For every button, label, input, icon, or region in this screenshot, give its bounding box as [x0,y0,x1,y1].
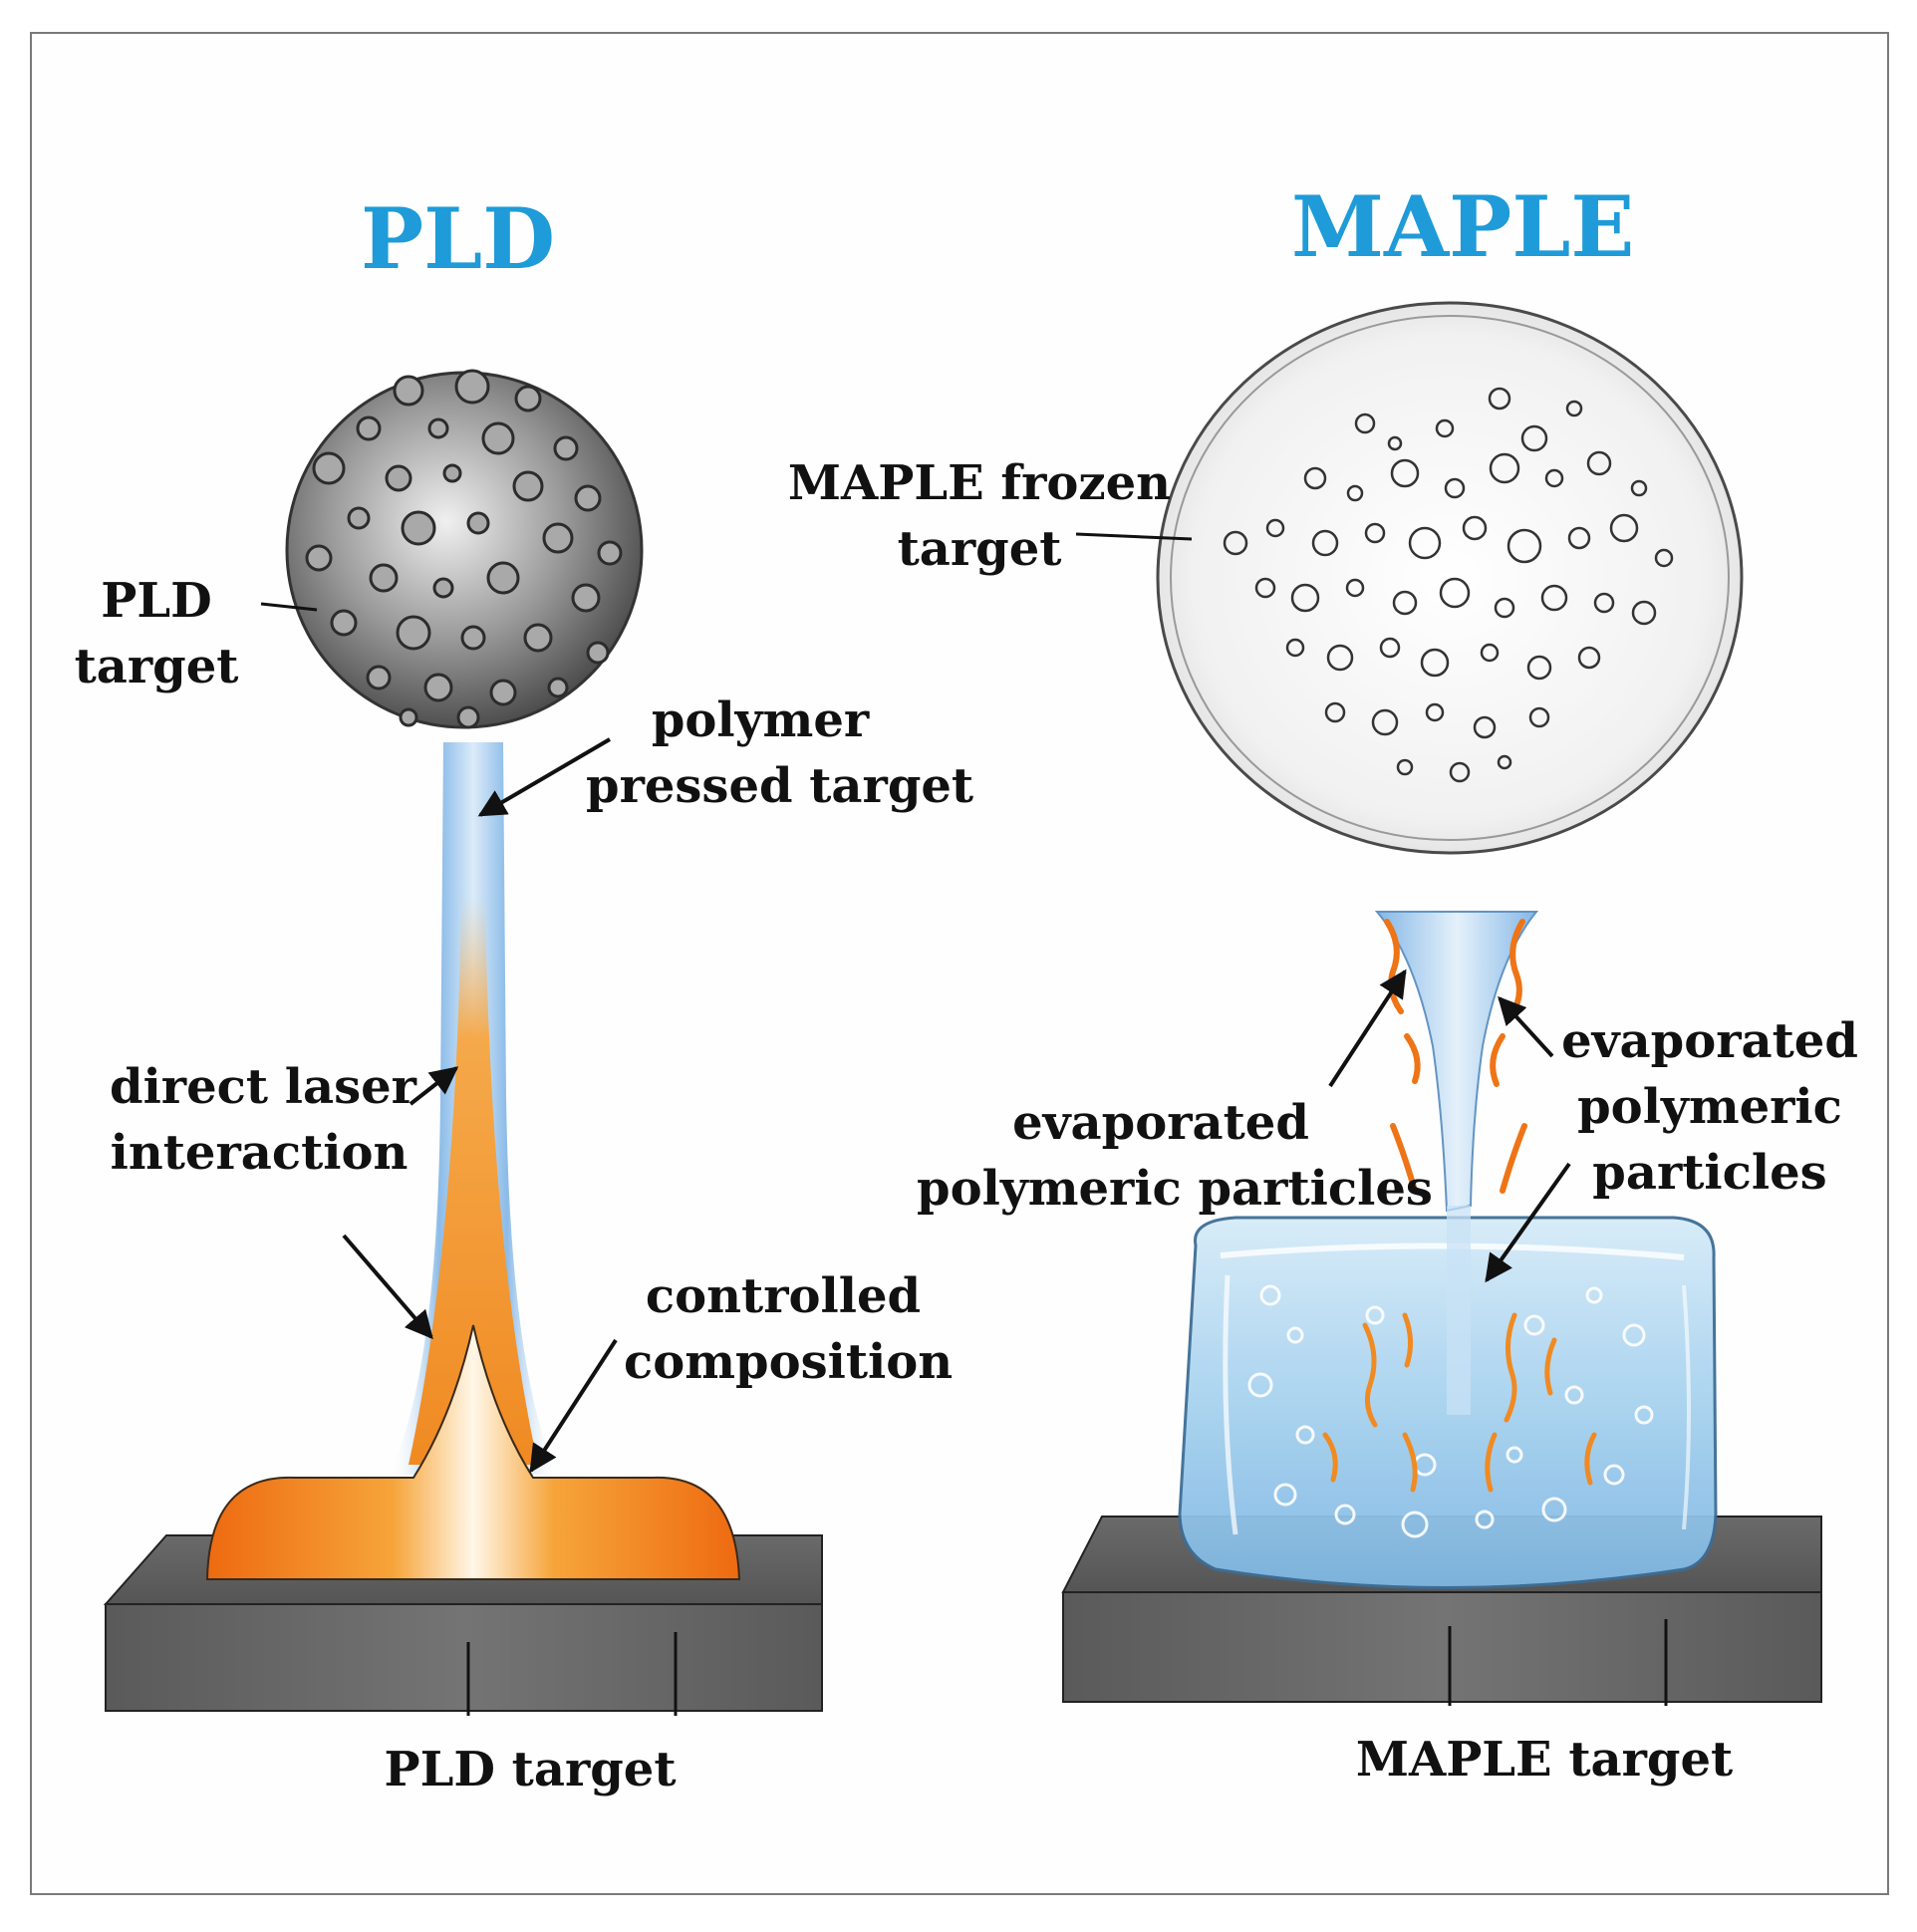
maple-particles-left-label: evaporated polymeric particles [917,1090,1433,1222]
pld-composition-label-line1: controlled [645,1268,922,1324]
pld-base-label: PLD target [384,1742,677,1797]
maple-frozen-leader [1075,532,1193,541]
pld-composition-arrow [529,1338,618,1474]
pld-target-label-line1: PLD [101,573,212,629]
pld-title: PLD [361,189,556,288]
maple-frozen-label-line2: target [897,521,1062,577]
pld-target-label-line2: target [74,639,239,694]
maple-particles-right-line1: evaporated [1561,1013,1858,1069]
pld-pressed-label-line1: polymer [651,692,870,748]
pld-laser-arrow [409,1066,459,1106]
pld-laser-label-line1: direct laser [110,1059,416,1115]
pld-target-label: PLD target [72,568,241,699]
ice-flame-streaks [1322,1312,1597,1493]
pld-pressed-label: polymer pressed target [586,688,974,819]
pld-laser-label-line2: interaction [110,1125,409,1181]
maple-title: MAPLE [1291,177,1635,276]
pld-composition-label-line2: composition [624,1334,954,1390]
pld-pressed-arrow [477,737,612,817]
maple-right-arrow-lower [1485,1162,1571,1283]
pld-target-sphere [285,369,644,729]
pld-pressed-label-line2: pressed target [586,758,974,814]
maple-particles-left-line2: polymeric particles [917,1161,1433,1217]
maple-particles-left-line1: evaporated [1012,1095,1309,1151]
maple-left-arrow [1328,968,1407,1088]
ice-bubbles [1247,1284,1654,1538]
frozen-disc-bubbles [1223,387,1674,783]
maple-frozen-label: MAPLE frozen target [785,450,1174,582]
maple-particles-right-line2: polymeric [1577,1079,1842,1135]
pld-sphere-pores [305,369,623,729]
maple-particles-right-label: evaporated polymeric particles [1550,1008,1869,1206]
maple-right-arrow-upper [1498,995,1554,1058]
pld-laser-arrow-lower [342,1234,433,1340]
maple-frozen-label-line1: MAPLE frozen [787,455,1172,511]
maple-particles-right-line3: particles [1592,1145,1827,1201]
pld-composition-label: controlled composition [624,1263,954,1395]
maple-frozen-disc [1156,301,1744,855]
pld-laser-label: direct laser interaction [110,1054,416,1186]
pld-target-leader [260,602,318,612]
pld-plume [205,742,741,1580]
maple-base-label: MAPLE target [1355,1732,1734,1788]
